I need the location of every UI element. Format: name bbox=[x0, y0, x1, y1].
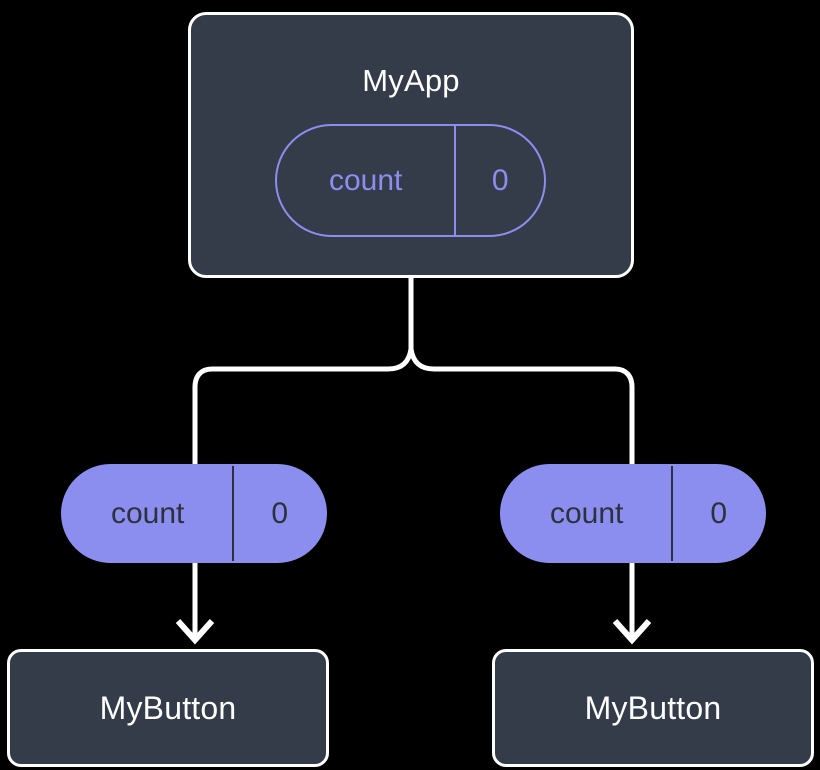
component-title-mybutton: MyButton bbox=[99, 690, 237, 726]
component-title-myapp: MyApp bbox=[362, 63, 460, 98]
state-pill-left-count[interactable]: count 0 bbox=[61, 464, 327, 563]
component-box-mybutton-left[interactable]: MyButton bbox=[7, 649, 329, 767]
state-pill-value: 0 bbox=[671, 466, 764, 561]
state-pill-key: count bbox=[328, 163, 403, 197]
component-title-mybutton: MyButton bbox=[584, 690, 722, 726]
state-pill-right-count[interactable]: count 0 bbox=[500, 464, 766, 563]
state-pill-key: count bbox=[111, 496, 185, 530]
state-pill-value: 0 bbox=[232, 466, 325, 561]
state-pill-myapp-count[interactable]: count 0 bbox=[275, 124, 546, 237]
state-pill-key: count bbox=[550, 496, 624, 530]
state-pill-value: 0 bbox=[454, 126, 544, 235]
connector-fork-to-right-state bbox=[408, 348, 635, 466]
arrow-head-right-icon bbox=[612, 618, 652, 645]
component-box-mybutton-right[interactable]: MyButton bbox=[492, 649, 814, 767]
connector-fork-to-left-state bbox=[192, 348, 414, 466]
arrow-head-left-icon bbox=[175, 618, 215, 645]
